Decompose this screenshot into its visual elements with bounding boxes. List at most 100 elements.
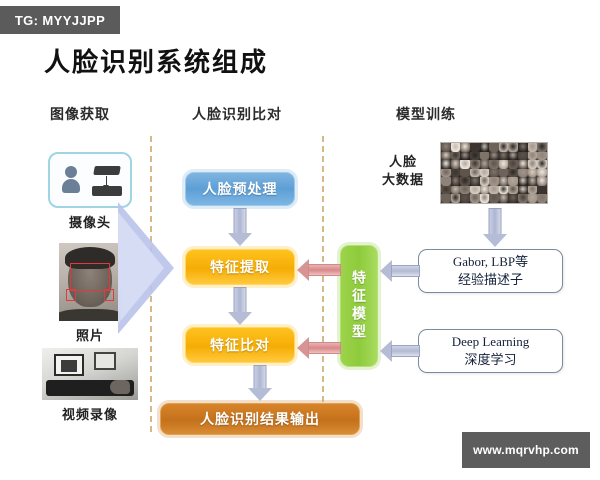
face-thumb bbox=[460, 194, 470, 203]
face-thumb bbox=[537, 160, 547, 169]
recorder-device-icon bbox=[92, 186, 122, 196]
face-thumb bbox=[450, 151, 461, 161]
face-thumb bbox=[479, 143, 490, 152]
face-thumb bbox=[489, 177, 499, 186]
face-thumb bbox=[498, 160, 509, 169]
photo-face-icon bbox=[59, 243, 121, 321]
face-thumb bbox=[537, 168, 547, 178]
face-thumb bbox=[518, 143, 528, 152]
face-thumb bbox=[469, 185, 480, 195]
face-thumb bbox=[527, 143, 538, 152]
arrow-extract-to-compare bbox=[226, 287, 254, 325]
face-thumb bbox=[441, 185, 451, 195]
face-thumb bbox=[527, 185, 538, 195]
face-thumb bbox=[469, 160, 480, 169]
face-thumb bbox=[498, 177, 509, 186]
face-thumb bbox=[489, 143, 499, 152]
face-thumb bbox=[508, 151, 519, 161]
step-result-output[interactable]: 人脸识别结果输出 bbox=[160, 403, 360, 435]
tg-watermark-tag: TG: MYYJJPP bbox=[0, 6, 120, 34]
person-icon bbox=[62, 166, 80, 196]
column-header-training: 模型训练 bbox=[396, 106, 456, 122]
source-camera-label: 摄像头 bbox=[68, 215, 111, 230]
face-thumb bbox=[498, 151, 509, 161]
face-thumb bbox=[450, 168, 461, 178]
face-thumb bbox=[479, 168, 490, 178]
video-recording-icon bbox=[42, 348, 138, 400]
source-camera: 摄像头 bbox=[48, 152, 132, 231]
face-thumb bbox=[450, 194, 461, 203]
face-thumb bbox=[460, 151, 470, 161]
face-thumb bbox=[460, 160, 470, 169]
camera-arrow-icon bbox=[103, 176, 109, 189]
face-thumb bbox=[479, 151, 490, 161]
arrow-gabor-to-model bbox=[380, 260, 420, 282]
face-thumb bbox=[441, 151, 451, 161]
face-thumb bbox=[441, 160, 451, 169]
source-video: 视频录像 bbox=[40, 348, 140, 423]
face-thumb bbox=[498, 194, 509, 203]
method-dl-line1: Deep Learning bbox=[451, 334, 530, 350]
feature-model-label: 特征模型 bbox=[351, 270, 367, 342]
face-thumb bbox=[450, 160, 461, 169]
face-thumb bbox=[537, 177, 547, 186]
method-dl-line2: 深度学习 bbox=[464, 352, 517, 367]
tg-watermark-text: TG: MYYJJPP bbox=[14, 12, 106, 28]
face-thumb bbox=[518, 151, 528, 161]
method-gabor-line1: Gabor, LBP等 bbox=[452, 254, 529, 270]
face-thumb bbox=[537, 151, 547, 161]
column-header-recognition: 人脸识别比对 bbox=[192, 106, 282, 122]
face-thumb bbox=[450, 185, 461, 195]
arrow-deeplearning-to-model bbox=[380, 340, 420, 362]
face-thumb bbox=[469, 194, 480, 203]
face-thumb bbox=[498, 143, 509, 152]
face-thumb bbox=[527, 177, 538, 186]
feature-model-box[interactable]: 特征模型 bbox=[340, 245, 378, 367]
arrow-bigdata-to-gabor bbox=[480, 208, 510, 248]
face-thumb bbox=[489, 151, 499, 161]
face-thumb bbox=[469, 151, 480, 161]
face-thumb bbox=[518, 160, 528, 169]
face-bigdata-label-line1: 人脸 bbox=[388, 154, 417, 169]
face-thumb bbox=[527, 168, 538, 178]
face-thumb bbox=[469, 143, 480, 152]
column-header-acquisition: 图像获取 bbox=[50, 106, 110, 122]
face-thumb bbox=[441, 194, 451, 203]
arrow-model-to-compare bbox=[297, 337, 341, 359]
camera-device-icon bbox=[93, 166, 121, 175]
face-thumb bbox=[527, 194, 538, 203]
step-feature-compare[interactable]: 特征比对 bbox=[185, 327, 295, 363]
face-thumb bbox=[518, 185, 528, 195]
step-preprocess[interactable]: 人脸预处理 bbox=[185, 172, 295, 206]
face-thumb bbox=[498, 185, 509, 195]
source-photo: 照片 bbox=[54, 243, 126, 344]
funnel-arrow-highlight bbox=[118, 212, 164, 324]
face-thumb bbox=[527, 151, 538, 161]
face-thumb bbox=[479, 160, 490, 169]
step-feature-extract[interactable]: 特征提取 bbox=[185, 249, 295, 285]
face-thumb bbox=[537, 143, 547, 152]
camera-icon bbox=[48, 152, 132, 208]
face-thumb bbox=[441, 177, 451, 186]
arrow-compare-to-output bbox=[246, 365, 274, 403]
site-watermark-text: www.mqrvhp.com bbox=[473, 443, 579, 457]
face-thumb bbox=[518, 177, 528, 186]
face-thumb bbox=[518, 194, 528, 203]
face-thumb bbox=[489, 160, 499, 169]
arrow-model-to-extract bbox=[297, 259, 341, 281]
face-thumb bbox=[537, 194, 547, 203]
source-photo-label: 照片 bbox=[75, 328, 104, 343]
method-deep-learning[interactable]: Deep Learning 深度学习 bbox=[418, 329, 563, 373]
face-thumb bbox=[518, 168, 528, 178]
face-thumb bbox=[469, 177, 480, 186]
face-thumb bbox=[450, 143, 461, 152]
face-thumb bbox=[508, 185, 519, 195]
face-thumb bbox=[508, 160, 519, 169]
method-gabor-lbp[interactable]: Gabor, LBP等 经验描述子 bbox=[418, 249, 563, 293]
face-thumb bbox=[489, 168, 499, 178]
face-thumb bbox=[537, 185, 547, 195]
face-bigdata-label-line2: 大数据 bbox=[381, 171, 424, 187]
face-thumb bbox=[450, 177, 461, 186]
page-title: 人脸识别系统组成 bbox=[44, 47, 269, 77]
face-thumb bbox=[527, 160, 538, 169]
